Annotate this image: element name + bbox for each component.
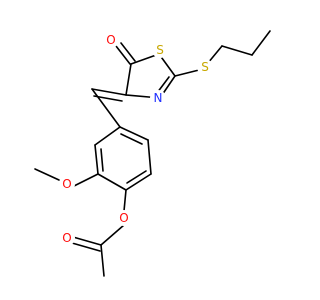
atom-label-s-propyl: S: [201, 60, 209, 74]
atom-label-s-ring: S: [156, 43, 164, 57]
atom-o-methoxy: O: [59, 176, 75, 192]
atom-n-ring: N: [150, 90, 166, 106]
atom-s-propyl: S: [197, 59, 213, 75]
bond-c5-o-double-b: [120, 42, 136, 62]
bond-ar5-ar6: [147, 139, 152, 175]
bond-ar2-ar3-double: [100, 148, 104, 172]
bond-ar1-ar6-double: [120, 133, 143, 145]
bond-ar4-o-ester: [123, 189, 127, 212]
atoms: O S N S O O O: [59, 32, 213, 246]
atom-label-n-ring: N: [154, 91, 163, 105]
bond-o-ester-c: [100, 224, 125, 246]
atom-s-ring: S: [152, 42, 168, 58]
bond-ch2-ch2: [221, 45, 253, 56]
bond-ar3-ar4: [97, 173, 127, 191]
atom-label-o-ketone: O: [106, 33, 115, 47]
atom-label-o-ester: O: [119, 211, 128, 225]
molecule-canvas: O S N S O O O: [34, 30, 271, 277]
bond-ch2-ch3: [251, 30, 271, 56]
bond-c4-c5: [125, 63, 132, 96]
molecule-structure: O S N S O O O: [34, 30, 271, 277]
atom-o-ester: O: [116, 210, 132, 226]
atom-o-carbonyl: O: [59, 230, 75, 246]
bond-c-o-double-b: [71, 242, 101, 252]
bond-ar1-ar6: [119, 126, 149, 141]
atom-label-o-methoxy: O: [62, 177, 71, 191]
bond-ch-aryl: [91, 88, 121, 128]
atom-label-o-carbonyl: O: [62, 231, 71, 245]
bond-c-o-double-a: [72, 236, 102, 246]
bond-ar2-ar3: [94, 144, 99, 175]
bond-ar4-ar5: [125, 173, 152, 191]
atom-o-ketone: O: [103, 32, 119, 48]
bond-o-methyl: [34, 168, 60, 181]
bond-ar4-ar5-double: [126, 170, 147, 184]
bond-ar1-ar2: [94, 126, 121, 146]
bond-c5-s1: [130, 53, 160, 65]
bond-c5-o-double-a: [115, 45, 131, 65]
bond-c4-ch-double-a: [91, 88, 127, 96]
bond-c-methyl: [100, 244, 105, 277]
bonds: [34, 30, 271, 277]
bond-ar3-o-methoxy: [73, 173, 99, 187]
